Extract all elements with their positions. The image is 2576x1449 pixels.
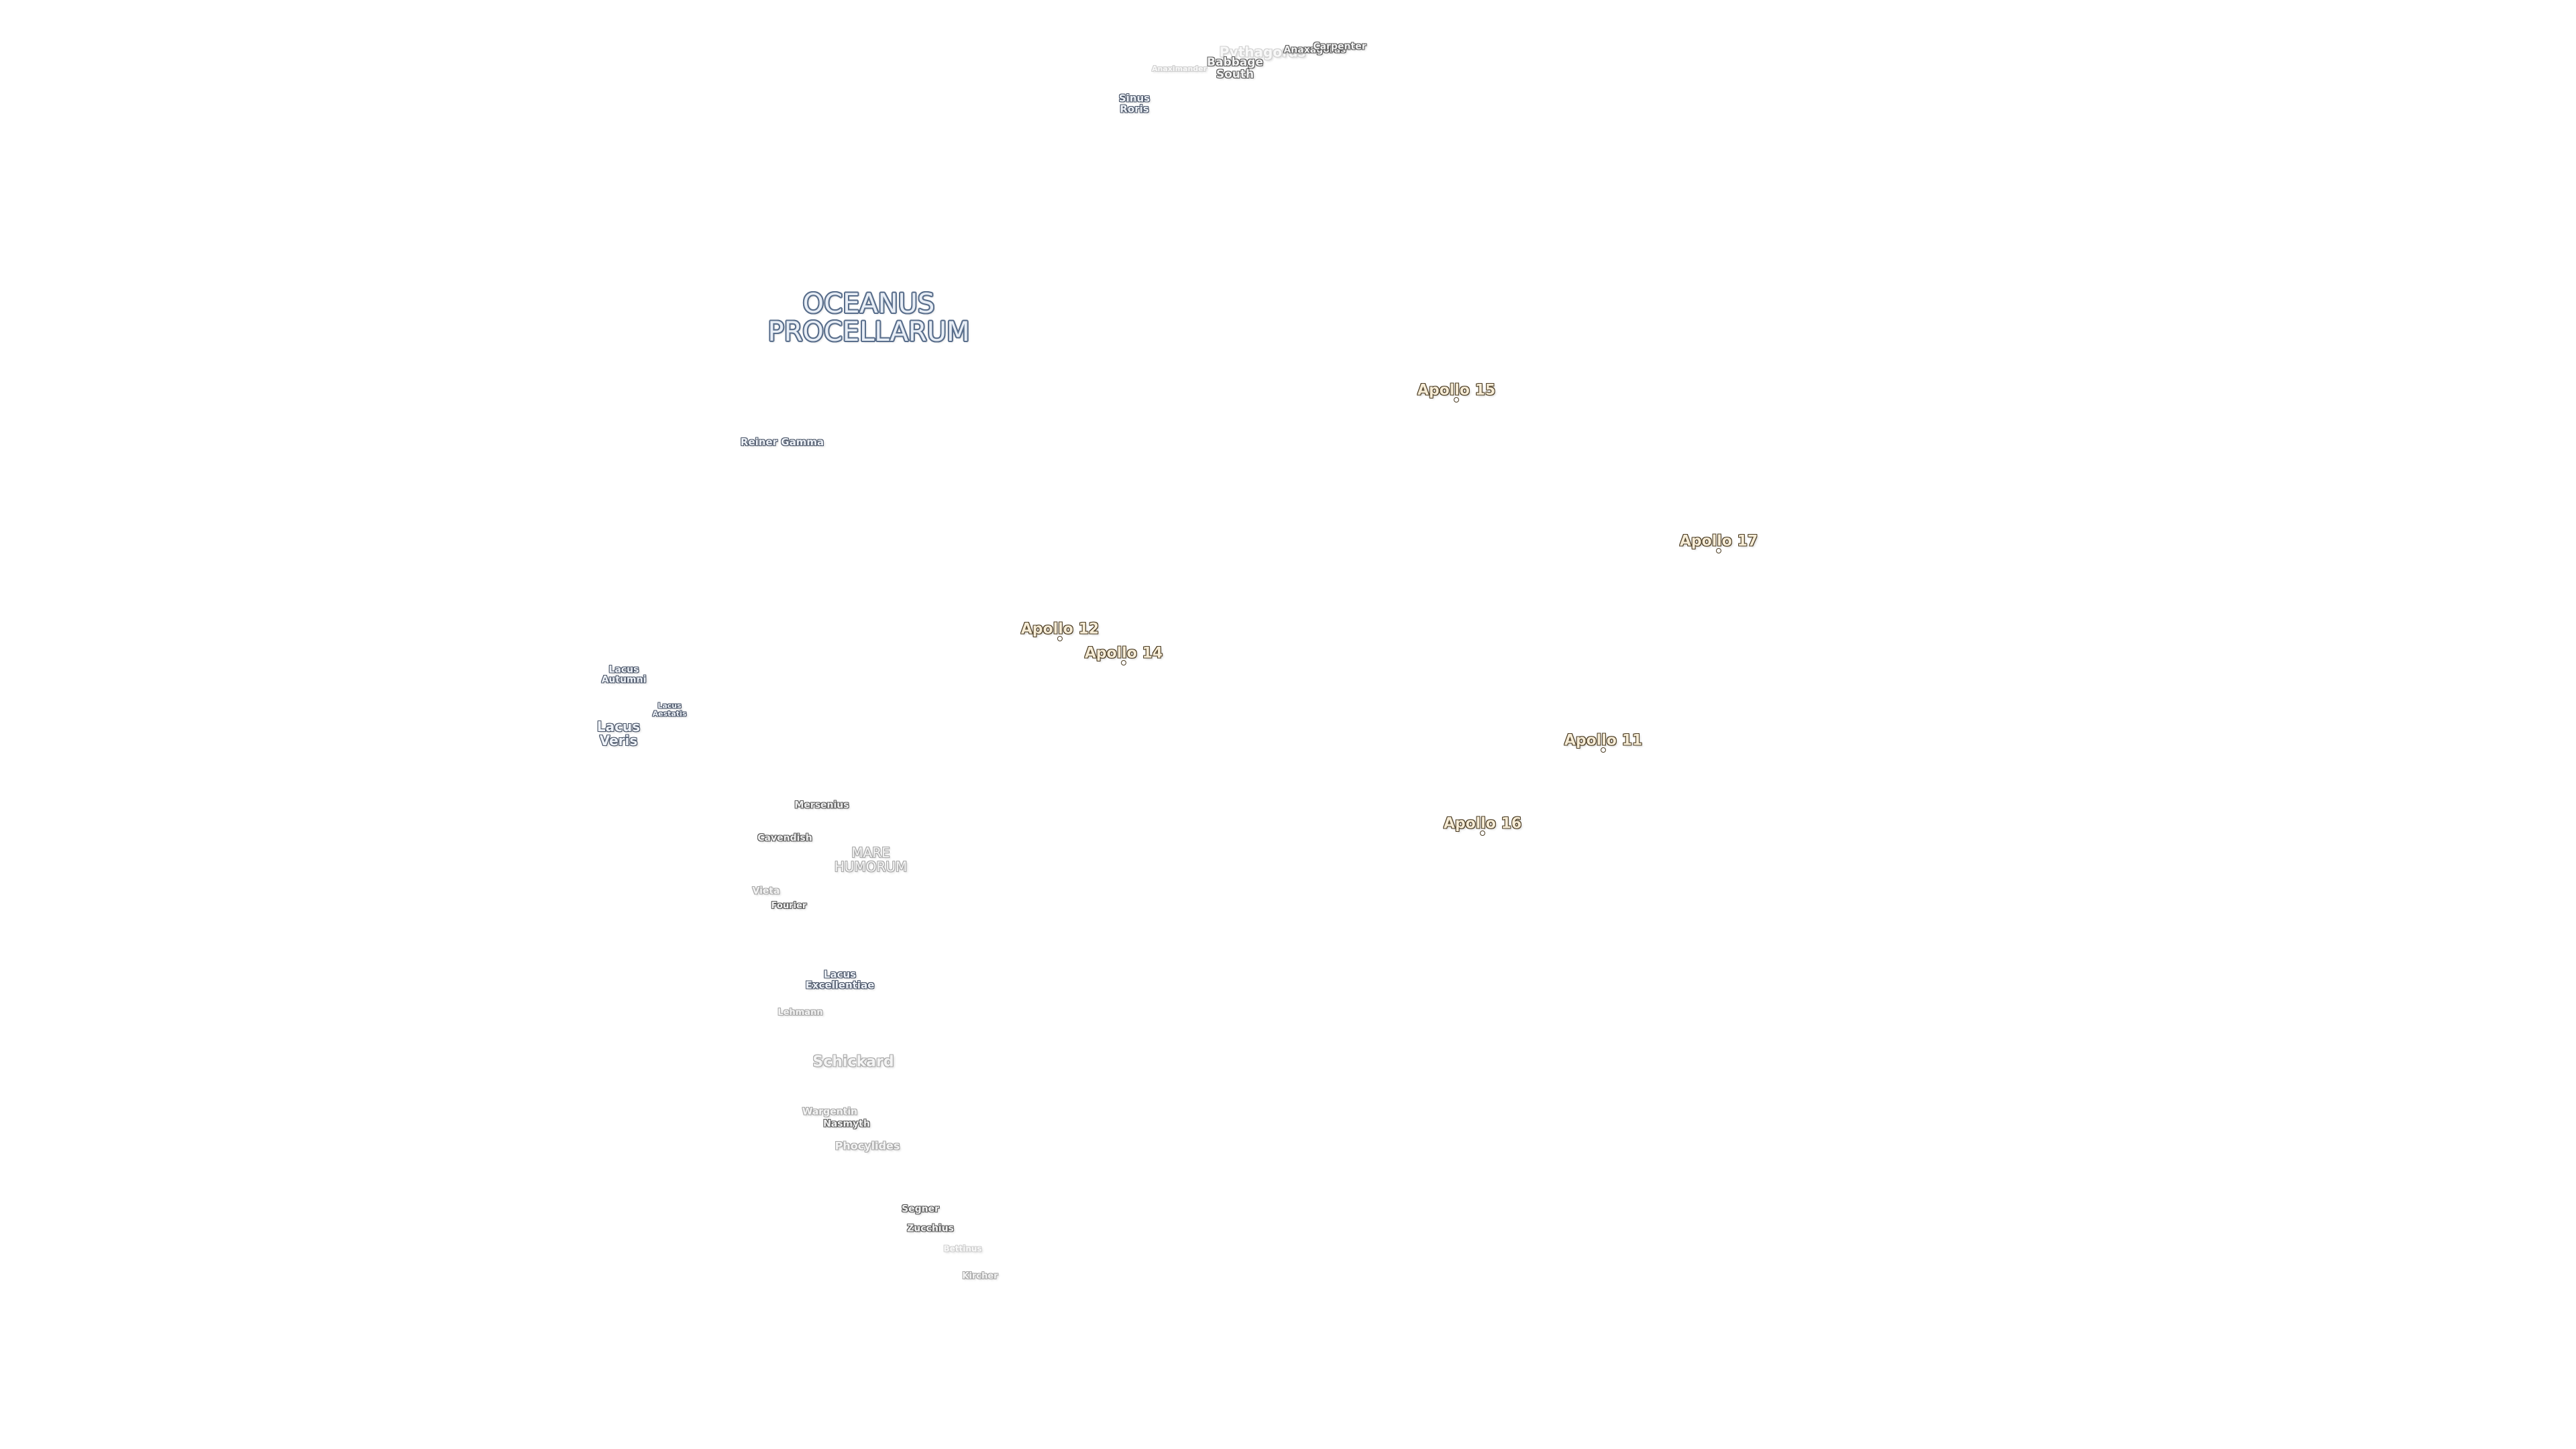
label-lacus-autumni: Lacus Autumni (601, 664, 647, 685)
label-oceanus-procellarum: OCEANUS PROCELLARUM (767, 288, 970, 347)
label-sinus-roris: Sinus Roris (1118, 92, 1150, 115)
label-mare-humorum: MARE HUMORUM (834, 845, 908, 875)
label-fourier: Fourier (771, 901, 807, 912)
label-zucchius: Zucchius (907, 1223, 954, 1234)
label-lehmann: Lehmann (777, 1008, 823, 1018)
label-phocylides: Phocylides (835, 1139, 900, 1152)
label-segner: Segner (902, 1203, 939, 1215)
label-babbage-south: Babbage South (1207, 56, 1263, 81)
label-lacus-aestatis: Lacus Aestatis (652, 701, 687, 718)
label-apollo-12[interactable]: Apollo 12 (1020, 621, 1099, 638)
apollo-16-marker[interactable] (1480, 830, 1485, 836)
label-anaximander: Anaximander (1151, 64, 1208, 74)
apollo-17-marker[interactable] (1716, 548, 1721, 553)
apollo-11-marker[interactable] (1601, 747, 1606, 753)
label-bettinus: Bettinus (943, 1244, 982, 1254)
label-kircher: Kircher (962, 1271, 998, 1282)
label-apollo-15[interactable]: Apollo 15 (1417, 382, 1496, 399)
label-apollo-17[interactable]: Apollo 17 (1679, 533, 1758, 550)
apollo-15-marker[interactable] (1454, 397, 1459, 402)
label-cavendish: Cavendish (757, 833, 812, 844)
label-lacus-veris: Lacus Veris (596, 718, 641, 749)
label-nasmyth: Nasmyth (823, 1118, 870, 1130)
label-apollo-16[interactable]: Apollo 16 (1443, 815, 1522, 833)
label-lacus-excellentiae: Lacus Excellentiae (805, 968, 875, 991)
label-apollo-11[interactable]: Apollo 11 (1564, 732, 1643, 749)
label-carpenter: Carpenter (1313, 41, 1366, 52)
label-pythagoras: Pythagoras (1219, 44, 1306, 60)
label-schickard: Schickard (812, 1053, 894, 1071)
label-anaxagoras: Anaxagoras (1283, 44, 1346, 56)
label-vieta: Vieta (752, 885, 780, 897)
apollo-12-marker[interactable] (1057, 636, 1063, 641)
label-apollo-14[interactable]: Apollo 14 (1084, 645, 1163, 662)
label-wargentin: Wargentin (802, 1106, 858, 1118)
apollo-14-marker[interactable] (1121, 660, 1126, 665)
label-reiner-gamma: Reiner Gamma (740, 436, 824, 449)
label-mersenius: Mersenius (794, 800, 849, 811)
